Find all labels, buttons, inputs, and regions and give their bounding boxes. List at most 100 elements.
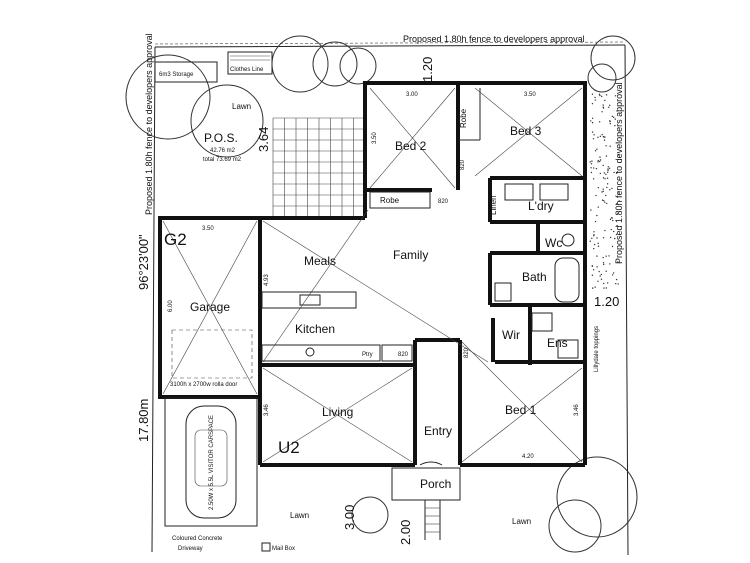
landscape-dot xyxy=(597,161,599,163)
dim-garage-depth: 6.00 xyxy=(168,300,174,312)
landscape-dot xyxy=(606,282,609,284)
landscape-dot xyxy=(602,199,605,202)
landscape-dot xyxy=(601,191,603,193)
landscape-dot xyxy=(605,194,607,197)
landscape-dot xyxy=(602,263,605,266)
pos-box: P.O.S. 42.76 m2 total 73.69 m2 xyxy=(203,131,242,163)
landscape-dot xyxy=(590,209,592,211)
landscape-dot xyxy=(599,94,601,97)
landscape-dot xyxy=(610,217,613,219)
landscape-dot xyxy=(604,229,606,232)
landscape-dot xyxy=(590,171,593,174)
dim-door-b: 820 xyxy=(438,199,449,205)
landscape-dot xyxy=(611,187,613,190)
landscape-dot xyxy=(597,245,600,247)
landscape-dot xyxy=(604,178,606,180)
landscape-dot xyxy=(598,121,601,123)
landscape-dot xyxy=(599,160,601,163)
landscape-dot xyxy=(602,164,604,167)
room-bed1: Bed 1 xyxy=(505,403,537,417)
landscape-dot xyxy=(590,120,592,122)
landscape-dot xyxy=(609,263,611,265)
landscape-dot xyxy=(590,163,593,165)
landscape-dot xyxy=(615,233,618,236)
landscape-dot xyxy=(615,278,618,281)
room-laundry: L'dry xyxy=(528,199,554,213)
landscape-dot xyxy=(603,139,606,141)
landscape-dot xyxy=(598,93,601,96)
lilly-pilly-label: Lillydale toppings xyxy=(594,326,600,372)
tree-canopies xyxy=(125,35,638,553)
fence-left-label: Proposed 1.80h fence to developers appro… xyxy=(144,33,154,215)
landscape-dot xyxy=(606,171,609,173)
room-bath: Bath xyxy=(522,270,547,284)
dim-left-side: 17.80m xyxy=(136,399,151,442)
landscape-dot xyxy=(601,133,603,136)
landscape-dot xyxy=(604,99,606,102)
landscape-dot xyxy=(610,228,612,231)
landscape-dot xyxy=(599,275,601,277)
carspace-label: 2.50W x 5.5L VISITOR CARSPACE xyxy=(209,415,215,510)
dim-pos: 3.64 xyxy=(256,127,271,152)
landscape-dot xyxy=(603,287,605,289)
landscape-dot xyxy=(611,115,613,118)
landscape-dot xyxy=(605,202,608,205)
landscape-dot xyxy=(606,177,609,179)
landscape-dot xyxy=(600,273,603,276)
ceiling-diagonals xyxy=(162,87,583,463)
landscape-dot xyxy=(589,240,591,242)
concrete-label: Coloured Concrete xyxy=(172,536,223,542)
landscape-dot xyxy=(599,156,601,158)
landscape-dot xyxy=(602,190,604,192)
room-family: Family xyxy=(393,248,428,262)
landscape-dot xyxy=(594,286,596,288)
landscape-dot xyxy=(600,278,603,280)
landscape-dot xyxy=(593,134,595,136)
storage-shed: 6m3 Storage Clothes Line xyxy=(154,51,273,83)
landscape-dot xyxy=(596,148,598,150)
room-pantry: Ptry xyxy=(362,352,373,358)
pos-title: P.O.S. xyxy=(204,131,238,145)
mailbox-icon xyxy=(261,542,271,552)
landscape-dot xyxy=(617,127,620,129)
landscape-dot xyxy=(607,168,609,170)
lawn-bottom-right-label: Lawn xyxy=(512,517,531,526)
dim-bed1-width: 4.20 xyxy=(522,454,534,460)
room-ensuite: Ens xyxy=(547,336,568,350)
house-walls xyxy=(158,81,587,467)
landscape-dot xyxy=(590,167,592,169)
landscape-dot xyxy=(597,159,599,162)
landscape-dot xyxy=(601,95,603,98)
dim-bearing: 96°23'00" xyxy=(136,234,151,290)
room-wir: Wir xyxy=(502,328,520,342)
landscape-dot xyxy=(591,237,593,240)
mailbox-label: Mail Box xyxy=(272,546,295,552)
landscape-dot xyxy=(591,102,594,105)
dim-top-setback: 1.20 xyxy=(420,57,435,82)
landscape-dot xyxy=(613,230,615,233)
room-porch: Porch xyxy=(420,477,451,491)
landscaping-strip xyxy=(589,89,620,289)
landscape-dot xyxy=(602,104,604,106)
landscape-dot xyxy=(591,274,594,276)
landscape-dot xyxy=(593,231,595,233)
landscape-dot xyxy=(593,243,596,246)
unit-label-u2: U2 xyxy=(278,438,300,457)
room-bed2: Bed 2 xyxy=(395,139,427,153)
dim-door-a: 820 xyxy=(460,159,466,170)
landscape-dot xyxy=(591,131,594,133)
landscape-dot xyxy=(607,169,609,172)
landscape-dot xyxy=(614,95,617,97)
landscape-dot xyxy=(609,145,611,147)
landscape-dot xyxy=(605,155,608,157)
landscape-dot xyxy=(609,123,612,125)
landscape-dot xyxy=(597,136,599,139)
landscape-dot xyxy=(597,242,599,245)
room-garage: Garage xyxy=(190,300,230,314)
porch-steps xyxy=(391,461,461,540)
landscape-dot xyxy=(596,214,598,217)
landscape-dot xyxy=(591,117,594,120)
landscape-dot xyxy=(606,183,609,185)
landscape-dot xyxy=(602,256,604,259)
landscape-dot xyxy=(609,236,612,239)
